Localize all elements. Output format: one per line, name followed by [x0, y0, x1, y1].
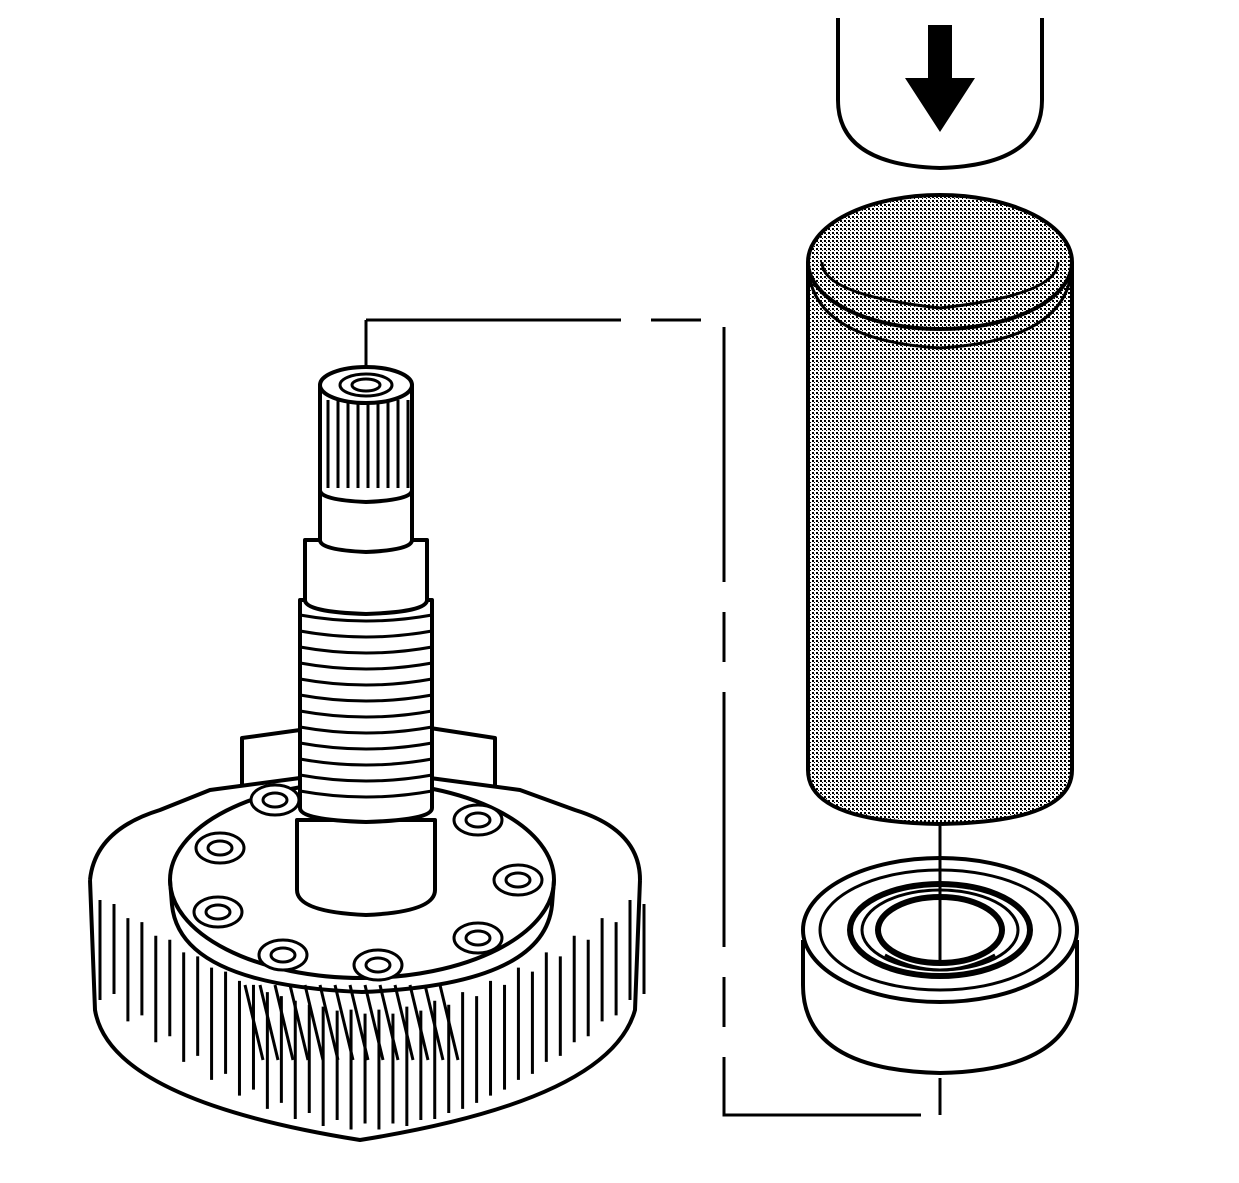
- shaft-splines: [326, 400, 410, 488]
- pinion-tooth: [243, 984, 265, 1061]
- pinion-tooth: [423, 984, 445, 1061]
- drum-spline-teeth: [98, 900, 646, 1130]
- pinion-tooth: [288, 984, 310, 1061]
- thread-ring: [299, 613, 433, 623]
- pinion-tooth: [273, 984, 295, 1061]
- bolt-hole-inner: [204, 903, 232, 921]
- bolt-hole-inner: [261, 791, 289, 809]
- bolt-hole-inner: [364, 956, 392, 974]
- press-ram: [836, 18, 1044, 171]
- thread-ring: [299, 661, 433, 671]
- bolt-hole: [249, 783, 301, 817]
- output-shaft: [295, 365, 437, 917]
- bolt-hole: [257, 938, 309, 972]
- leader-dashed-route: [366, 318, 940, 1117]
- pinion-gear-teeth: [243, 984, 460, 1061]
- pinion-tooth: [393, 984, 415, 1061]
- pinion-tooth: [348, 984, 370, 1061]
- thread-ring: [299, 693, 433, 703]
- thread-ring: [299, 645, 433, 655]
- thread-ring: [299, 629, 433, 639]
- pinion-tooth: [303, 984, 325, 1061]
- bolt-hole: [452, 921, 504, 955]
- carrier-bolt-holes: [192, 783, 544, 982]
- bolt-hole-inner: [269, 946, 297, 964]
- bolt-hole-inner: [464, 811, 492, 829]
- thread-ring: [299, 757, 433, 767]
- pinion-tooth: [318, 984, 340, 1061]
- pinion-tooth: [408, 984, 430, 1061]
- thread-ring: [299, 773, 433, 783]
- pinion-tooth: [333, 984, 355, 1061]
- bolt-hole-inner: [206, 839, 234, 857]
- bolt-hole: [492, 863, 544, 897]
- installer-tool: [806, 193, 1074, 827]
- bolt-hole: [192, 895, 244, 929]
- planetary-carrier-shaft: [88, 365, 646, 1142]
- pinion-tooth: [258, 984, 280, 1061]
- arrow-down-icon: [905, 25, 975, 132]
- bolt-hole: [194, 831, 246, 865]
- thread-ring: [299, 741, 433, 751]
- shaft-threads: [299, 613, 433, 799]
- bolt-hole-inner: [504, 871, 532, 889]
- bolt-hole: [452, 803, 504, 837]
- pinion-tooth: [438, 984, 460, 1061]
- thread-ring: [299, 725, 433, 735]
- bolt-hole: [352, 948, 404, 982]
- thread-ring: [299, 677, 433, 687]
- bolt-hole-inner: [464, 929, 492, 947]
- pinion-tooth: [378, 984, 400, 1061]
- pinion-tooth: [363, 984, 385, 1061]
- thread-ring: [299, 709, 433, 719]
- thread-ring: [299, 789, 433, 799]
